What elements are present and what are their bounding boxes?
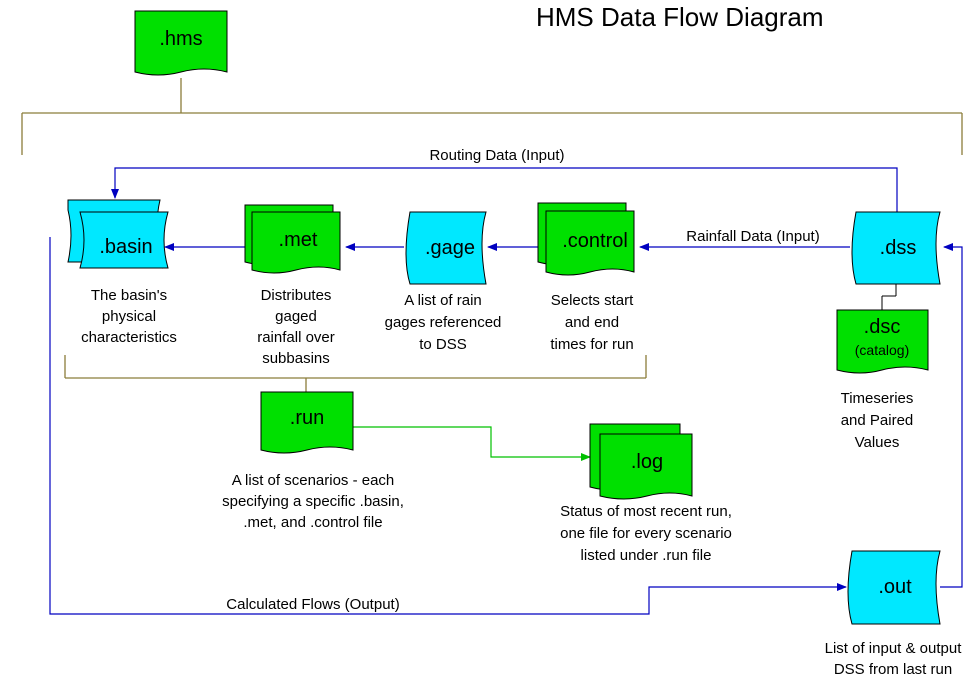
svg-text:Values: Values [855,434,900,451]
met-label: .met [279,229,318,251]
out-dss-arrow [940,243,963,588]
svg-text:DSS from last run: DSS from last run [834,661,952,678]
log-node[interactable]: .log [589,423,693,500]
out-description: List of input & output DSS from last run [825,640,963,678]
dsc-sublabel: (catalog) [855,342,909,358]
svg-text:List of input & output: List of input & output [825,640,963,657]
gage-description: A list of rain gages referenced to DSS [385,292,502,353]
gage-label: .gage [425,237,475,259]
svg-text:A list of scenarios - each: A list of scenarios - each [232,472,395,489]
diagram-title: HMS Data Flow Diagram [536,2,824,32]
calculated-flows-arrow [49,237,847,615]
svg-text:A list of rain: A list of rain [404,292,482,309]
basin-node[interactable]: .basin [67,199,169,269]
run-label: .run [290,407,324,429]
routing-data-arrow [111,167,898,212]
svg-text:physical: physical [102,308,156,325]
met-node[interactable]: .met [244,204,341,274]
calculated-flows-label: Calculated Flows (Output) [226,596,399,613]
dss-label: .dss [880,237,917,259]
svg-text:Distributes: Distributes [261,287,332,304]
control-description: Selects start and end times for run [550,292,634,353]
svg-text:rainfall over: rainfall over [257,329,335,346]
gage-node[interactable]: .gage [405,211,487,285]
met-description: Distributes gaged rainfall over subbasin… [257,287,335,367]
svg-text:characteristics: characteristics [81,329,177,346]
hms-label: .hms [159,28,202,50]
svg-text:subbasins: subbasins [262,350,330,367]
log-label: .log [631,451,663,473]
svg-text:and Paired: and Paired [841,412,914,429]
run-description: A list of scenarios - each specifying a … [222,472,404,531]
run-log-arrow [353,426,591,461]
svg-text:gaged: gaged [275,308,317,325]
svg-text:one file for every scenario: one file for every scenario [560,525,732,542]
svg-text:times for run: times for run [550,336,633,353]
svg-text:Status of most recent run,: Status of most recent run, [560,503,732,520]
dsc-description: Timeseries and Paired Values [841,390,914,451]
out-node[interactable]: .out [847,550,941,625]
control-label: .control [562,230,628,252]
svg-text:and end: and end [565,314,619,331]
basin-description: The basin's physical characteristics [81,287,177,346]
flow-arrows [49,167,963,615]
svg-text:The basin's: The basin's [91,287,167,304]
run-node[interactable]: .run [260,391,354,454]
svg-text:gages referenced: gages referenced [385,314,502,331]
control-node[interactable]: .control [537,202,635,276]
dsc-node[interactable]: .dsc (catalog) [836,309,929,374]
dsc-label: .dsc [864,316,901,338]
svg-text:specifying a specific .basin,: specifying a specific .basin, [222,493,404,510]
dss-node[interactable]: .dss [851,211,941,285]
hms-node[interactable]: .hms [134,10,228,76]
hms-bracket [21,78,963,155]
log-description: Status of most recent run, one file for … [560,503,732,564]
routing-data-label: Routing Data (Input) [429,147,564,164]
svg-text:.met, and .control file: .met, and .control file [243,514,382,531]
svg-text:listed under .run file: listed under .run file [581,547,712,564]
run-bracket [64,355,647,392]
svg-text:Timeseries: Timeseries [841,390,914,407]
basin-label: .basin [99,236,152,258]
out-label: .out [878,576,912,598]
svg-text:Selects start: Selects start [551,292,634,309]
svg-text:to DSS: to DSS [419,336,467,353]
rainfall-data-label: Rainfall Data (Input) [686,228,819,245]
